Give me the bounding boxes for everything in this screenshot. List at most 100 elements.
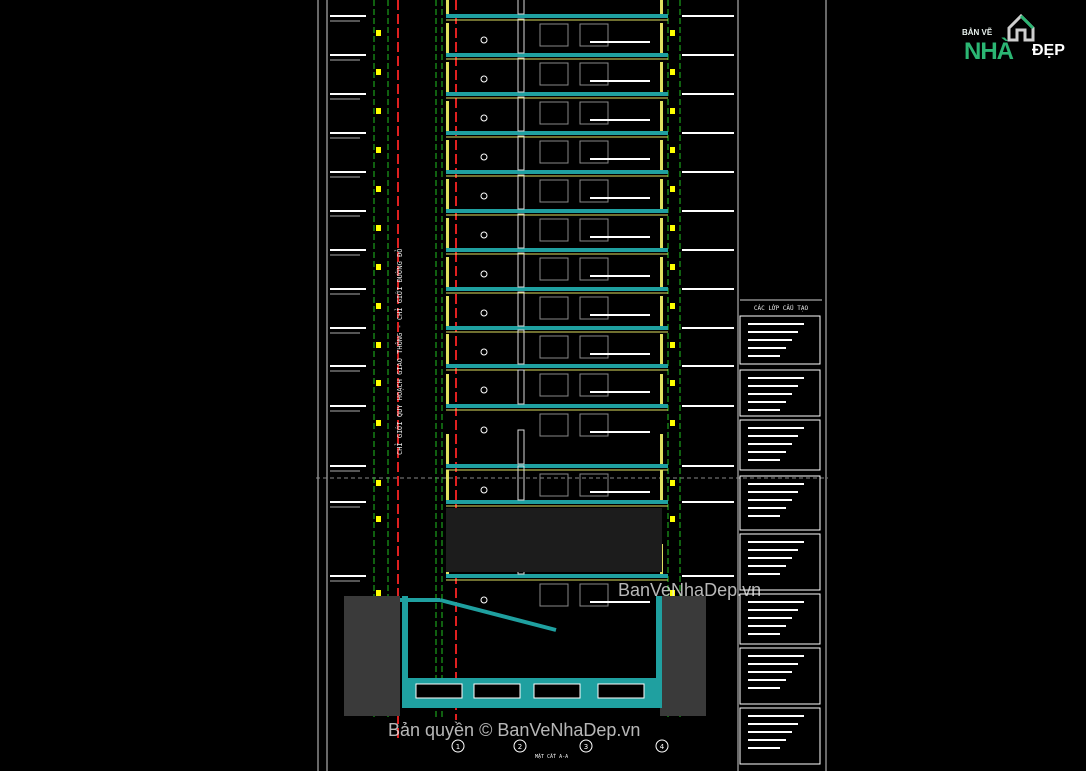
wall-right-4 — [660, 140, 663, 170]
level-circle-8 — [480, 348, 488, 356]
axis-circle-2 — [513, 739, 527, 753]
window-7-1 — [579, 296, 609, 320]
window-3-0 — [539, 140, 569, 164]
brand-logo: BẢN VẼ NHÀ ĐẸP — [962, 12, 1076, 68]
axis-label-2: 2 — [518, 743, 522, 751]
level-circle-6 — [480, 270, 488, 278]
marker-6 — [376, 264, 381, 270]
wall-left-8 — [446, 296, 449, 326]
watermark-bottom: Bản quyền © BanVeNhaDep.vn — [388, 720, 641, 740]
soil-left — [344, 596, 400, 716]
marker-r-4 — [670, 186, 675, 192]
window-7-0 — [539, 296, 569, 320]
level-circle-2 — [480, 114, 488, 122]
floor-slab-1 — [446, 53, 668, 57]
window-5-1 — [579, 218, 609, 242]
window-13-1 — [579, 583, 609, 607]
column-7 — [517, 252, 525, 288]
wall-right-2 — [660, 62, 663, 92]
layer-box-4 — [739, 533, 821, 591]
level-circle-13 — [480, 596, 488, 604]
level-circle-10 — [480, 426, 488, 434]
column-10 — [517, 369, 525, 405]
floor-slab-5 — [446, 209, 668, 213]
window-9-1 — [579, 373, 609, 397]
wall-left-10 — [446, 374, 449, 404]
layer-box-2 — [739, 419, 821, 471]
marker-9 — [376, 380, 381, 386]
marker-r-7 — [670, 303, 675, 309]
window-4-1 — [579, 179, 609, 203]
marker-3 — [376, 147, 381, 153]
layer-box-1 — [739, 369, 821, 417]
floor-slab-11 — [446, 464, 668, 468]
floor-slab-4 — [446, 170, 668, 174]
window-1-1 — [579, 62, 609, 86]
ground-floor-hall — [446, 508, 662, 572]
wall-right-5 — [660, 179, 663, 209]
logo-brand-main: NHÀ — [964, 38, 1014, 65]
marker-r-10 — [670, 420, 675, 426]
floor-slabs — [446, 14, 668, 581]
column-2 — [517, 57, 525, 93]
window-0-0 — [539, 23, 569, 47]
level-circle-4 — [480, 192, 488, 200]
axis-label-1: 1 — [456, 743, 460, 751]
window-5-0 — [539, 218, 569, 242]
floor-slab-13 — [446, 574, 668, 578]
window-2-0 — [539, 101, 569, 125]
column-11 — [517, 429, 525, 465]
layer-box-6 — [739, 647, 821, 705]
basement — [344, 508, 706, 716]
wall-left-9 — [446, 334, 449, 364]
window-6-0 — [539, 257, 569, 281]
wall-left-5 — [446, 179, 449, 209]
window-11-0 — [539, 473, 569, 497]
window-10-1 — [579, 413, 609, 437]
marker-8 — [376, 342, 381, 348]
layer-box-7 — [739, 707, 821, 765]
wall-right-10 — [660, 374, 663, 404]
foundation-pit-3 — [597, 683, 645, 699]
column-4 — [517, 135, 525, 171]
window-10-0 — [539, 413, 569, 437]
wall-right-8 — [660, 296, 663, 326]
wall-right-1 — [660, 23, 663, 53]
layer-box-5 — [739, 593, 821, 645]
level-circle-1 — [480, 75, 488, 83]
column-8 — [517, 291, 525, 327]
marker-10 — [376, 420, 381, 426]
wall-left-6 — [446, 218, 449, 248]
marker-r-9 — [670, 380, 675, 386]
annotations — [330, 15, 734, 604]
foundation-pit-2 — [533, 683, 581, 699]
wall-right-12 — [660, 470, 663, 500]
wall-left-7 — [446, 257, 449, 287]
retaining-wall-left — [402, 596, 408, 708]
level-circle-7 — [480, 309, 488, 317]
wall-left-11 — [446, 434, 449, 464]
logo-small-text: BẢN VẼ — [962, 28, 993, 37]
window-6-1 — [579, 257, 609, 281]
floor-slab-10 — [446, 404, 668, 408]
floor-slab-0 — [446, 14, 668, 18]
marker-r-12 — [670, 516, 675, 522]
column-12 — [517, 465, 525, 501]
marker-r-0 — [670, 30, 675, 36]
level-circle-9 — [480, 386, 488, 394]
window-2-1 — [579, 101, 609, 125]
ramp-slope — [439, 598, 557, 632]
retaining-wall-right — [656, 596, 662, 708]
window-13-0 — [539, 583, 569, 607]
axis-circle-1 — [451, 739, 465, 753]
wall-right-7 — [660, 257, 663, 287]
layer-panel — [739, 299, 822, 765]
floor-slab-12 — [446, 500, 668, 504]
layer-box-3 — [739, 475, 821, 531]
marker-7 — [376, 303, 381, 309]
house-icon — [1007, 13, 1035, 42]
wall-left-4 — [446, 140, 449, 170]
floor-slab-6 — [446, 248, 668, 252]
